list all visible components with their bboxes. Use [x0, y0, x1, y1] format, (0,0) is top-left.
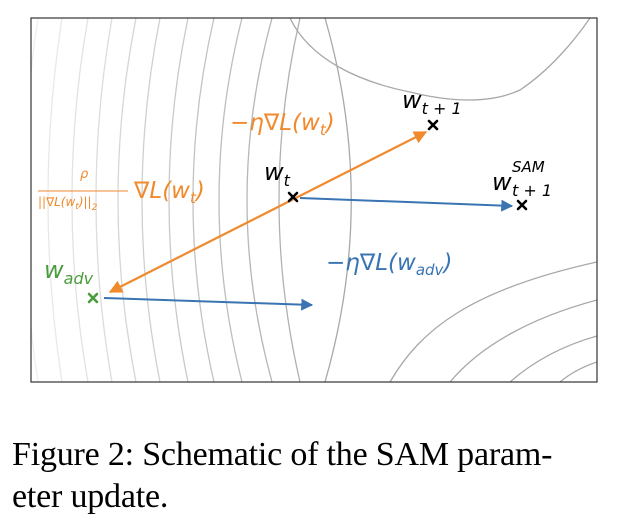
- plot-frame: [30, 17, 598, 383]
- label-adv-gradient-step: −η∇L(wadv): [326, 250, 452, 279]
- perturbation-gradient: ∇L(wt): [133, 178, 205, 207]
- point-w-sam-marker: [516, 199, 528, 211]
- figure-caption-line-2: eter update.: [12, 478, 169, 515]
- sam-schematic-diagram: wt wt + 1 w SAM t + 1 wadv −η∇L(wt) −η∇L…: [30, 17, 598, 383]
- blue-sam-arrow: [299, 197, 514, 212]
- label-w-adv: wadv: [44, 256, 94, 288]
- contour-line: [289, 18, 591, 101]
- svg-text:t + 1: t + 1: [512, 181, 552, 200]
- label-w-t: wt: [264, 158, 291, 190]
- orange-update-arrow: [108, 131, 428, 293]
- contour-line: [449, 299, 597, 382]
- label-w-t-plus-1: wt + 1: [402, 86, 462, 118]
- contour-line: [509, 335, 597, 382]
- label-perturbation: ρ ||∇L(wt)||2 ∇L(wt): [38, 167, 205, 213]
- contour-line: [218, 18, 243, 382]
- perturbation-numerator: ρ: [80, 167, 89, 182]
- contour-line: [559, 361, 597, 382]
- svg-text:w: w: [492, 168, 512, 196]
- contour-line: [95, 18, 113, 382]
- perturbation-denominator: ||∇L(wt)||2: [38, 195, 98, 213]
- contour-lines: [31, 18, 597, 382]
- contour-line: [389, 261, 597, 382]
- label-w-sam: w SAM t + 1: [492, 158, 552, 200]
- point-w-adv-marker: [87, 292, 99, 304]
- point-w-t-marker: [287, 191, 299, 203]
- point-w-t1-marker: [427, 119, 439, 131]
- label-gradient-step: −η∇L(wt): [230, 110, 335, 139]
- figure-caption-line-1: Figure 2: Schematic of the SAM param-: [12, 436, 553, 473]
- contour-line: [246, 18, 273, 382]
- contour-line: [47, 18, 63, 382]
- svg-text:SAM: SAM: [512, 158, 545, 176]
- contour-line: [71, 18, 89, 382]
- blue-adv-arrow: [103, 297, 314, 311]
